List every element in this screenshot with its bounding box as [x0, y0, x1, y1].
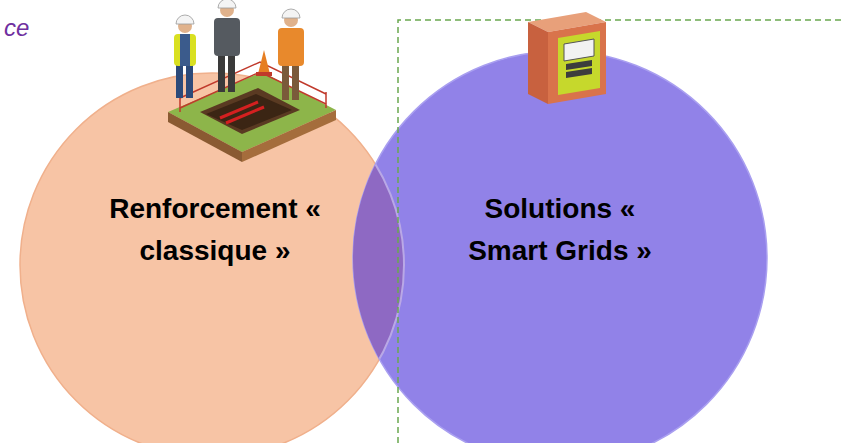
circle-fill — [20, 73, 404, 443]
circle-label: Solutions « Smart Grids » — [446, 188, 674, 272]
meter-box-icon — [528, 12, 606, 104]
corner-label: ce — [4, 14, 29, 42]
overlap-area — [352, 73, 404, 443]
circle-fill — [353, 51, 767, 443]
circle-label: Renforcement « classique » — [101, 188, 329, 272]
workers-trench-icon — [168, 0, 336, 162]
venn-circle: Solutions « Smart Grids » — [352, 50, 768, 443]
dashed-frame — [398, 20, 843, 443]
